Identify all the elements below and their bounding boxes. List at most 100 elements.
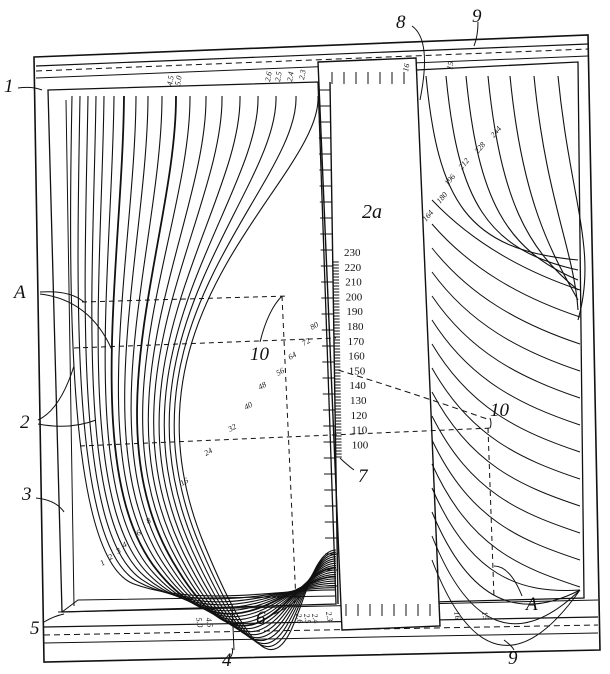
right-curve bbox=[445, 75, 579, 271]
edge-label: 16 bbox=[452, 611, 462, 620]
curve-label: 56 bbox=[275, 366, 286, 378]
right-curve bbox=[487, 75, 579, 291]
scale-number: 190 bbox=[346, 306, 363, 318]
right-curve bbox=[509, 75, 579, 301]
edge-label: 15 bbox=[445, 61, 455, 70]
left-curve bbox=[136, 95, 337, 627]
curve-label: 8 bbox=[145, 516, 153, 526]
reading-line-lower bbox=[79, 427, 493, 447]
edge-label: 2.3 bbox=[324, 611, 335, 622]
leader-10-left bbox=[259, 295, 283, 343]
left-curve bbox=[178, 95, 337, 651]
curve-label: 32 bbox=[226, 422, 238, 434]
curve-label: 1 bbox=[99, 558, 107, 568]
curve-label: 180 bbox=[435, 190, 450, 205]
left-curve bbox=[163, 95, 337, 641]
edge-label: 2.5 bbox=[273, 71, 284, 82]
bottom-rail-line-2 bbox=[43, 616, 599, 628]
leader-a-1 bbox=[39, 291, 85, 303]
scale-number: 220 bbox=[345, 262, 362, 274]
slide-scale-numbers: 2302202102001901801701601501401301201101… bbox=[344, 247, 369, 451]
right-curve bbox=[431, 319, 581, 426]
edge-label: 15 bbox=[480, 611, 490, 620]
slide-label-2a: 2a bbox=[362, 201, 382, 223]
right-curve bbox=[431, 559, 581, 646]
leader-9-bottom bbox=[503, 639, 515, 651]
ref-2: 2 bbox=[20, 412, 30, 433]
left-curve bbox=[110, 95, 337, 615]
ref-3: 3 bbox=[21, 484, 32, 505]
scale-number: 150 bbox=[349, 365, 366, 377]
scale-number: 200 bbox=[346, 291, 363, 303]
right-curve bbox=[431, 439, 581, 561]
curve-label: 80 bbox=[309, 320, 320, 332]
bottom-rail-dashed bbox=[43, 624, 599, 636]
right-curve bbox=[431, 487, 581, 591]
curve-label: 64 bbox=[287, 350, 298, 362]
left-curve bbox=[77, 95, 337, 600]
ref-4: 4 bbox=[222, 650, 232, 669]
right-curve bbox=[465, 75, 579, 281]
outer-board bbox=[33, 34, 601, 663]
ref-a-left: A bbox=[12, 282, 26, 303]
edge-label: 2.6 bbox=[294, 613, 305, 624]
scale-number: 230 bbox=[344, 247, 361, 259]
edge-label: 4.5 bbox=[165, 75, 176, 86]
leader-6 bbox=[273, 595, 301, 615]
right-curve bbox=[431, 223, 581, 318]
edge-label: 2.6 bbox=[263, 71, 274, 82]
left-curve bbox=[70, 95, 337, 597]
scale-number: 130 bbox=[350, 395, 367, 407]
curve-label: 6 bbox=[135, 528, 143, 538]
ref-9-bottom: 9 bbox=[508, 648, 518, 669]
vertical-dashed-right bbox=[487, 427, 495, 599]
bottom-rail-line-3 bbox=[43, 632, 599, 644]
curve-labels: 1234681624324048566472801641801962122282… bbox=[99, 124, 504, 567]
edge-label: 2.3 bbox=[297, 69, 308, 80]
left-curve bbox=[142, 95, 337, 630]
edge-label: 2.4 bbox=[285, 71, 296, 82]
curve-label: 72 bbox=[301, 336, 312, 348]
top-rail-line bbox=[35, 43, 589, 67]
slide-scale-ticks bbox=[318, 89, 342, 587]
cursor-line-10 bbox=[337, 369, 491, 421]
edge-label: 2.4 bbox=[310, 613, 321, 624]
curve-label: 4 bbox=[121, 540, 129, 550]
top-rail-line-lower bbox=[35, 55, 589, 79]
curve-label: 3 bbox=[114, 546, 123, 556]
curve-label: 244 bbox=[489, 124, 504, 139]
curve-label: 2 bbox=[107, 552, 115, 562]
ref-5: 5 bbox=[30, 618, 40, 639]
reading-line-a-middle bbox=[73, 337, 337, 349]
scale-number: 160 bbox=[348, 351, 365, 363]
scale-number: 100 bbox=[352, 439, 369, 451]
leader-3 bbox=[35, 497, 65, 513]
right-curve bbox=[431, 343, 581, 453]
curve-label: 16 bbox=[179, 476, 190, 488]
vertical-dashed-left bbox=[281, 295, 297, 603]
right-curve bbox=[431, 391, 581, 507]
right-curve bbox=[557, 75, 586, 321]
vertical-line-4 bbox=[231, 603, 235, 651]
left-curve bbox=[173, 95, 337, 648]
curve-label: 24 bbox=[203, 446, 214, 458]
right-curve bbox=[431, 247, 581, 345]
left-curve bbox=[91, 95, 337, 606]
leader-a-2 bbox=[39, 293, 113, 351]
leader-10-right bbox=[489, 417, 492, 429]
left-curve bbox=[147, 95, 337, 633]
leader-4 bbox=[229, 647, 234, 659]
scale-number: 120 bbox=[351, 410, 368, 422]
right-curve bbox=[431, 367, 581, 480]
left-curve bbox=[124, 95, 337, 621]
curve-label: 228 bbox=[473, 140, 488, 155]
right-curve bbox=[431, 535, 581, 625]
left-curve bbox=[153, 95, 337, 636]
ref-1: 1 bbox=[4, 76, 14, 97]
right-curve bbox=[431, 415, 581, 534]
scale-number: 210 bbox=[345, 277, 362, 289]
left-curve bbox=[84, 95, 337, 603]
right-curve bbox=[431, 271, 581, 372]
